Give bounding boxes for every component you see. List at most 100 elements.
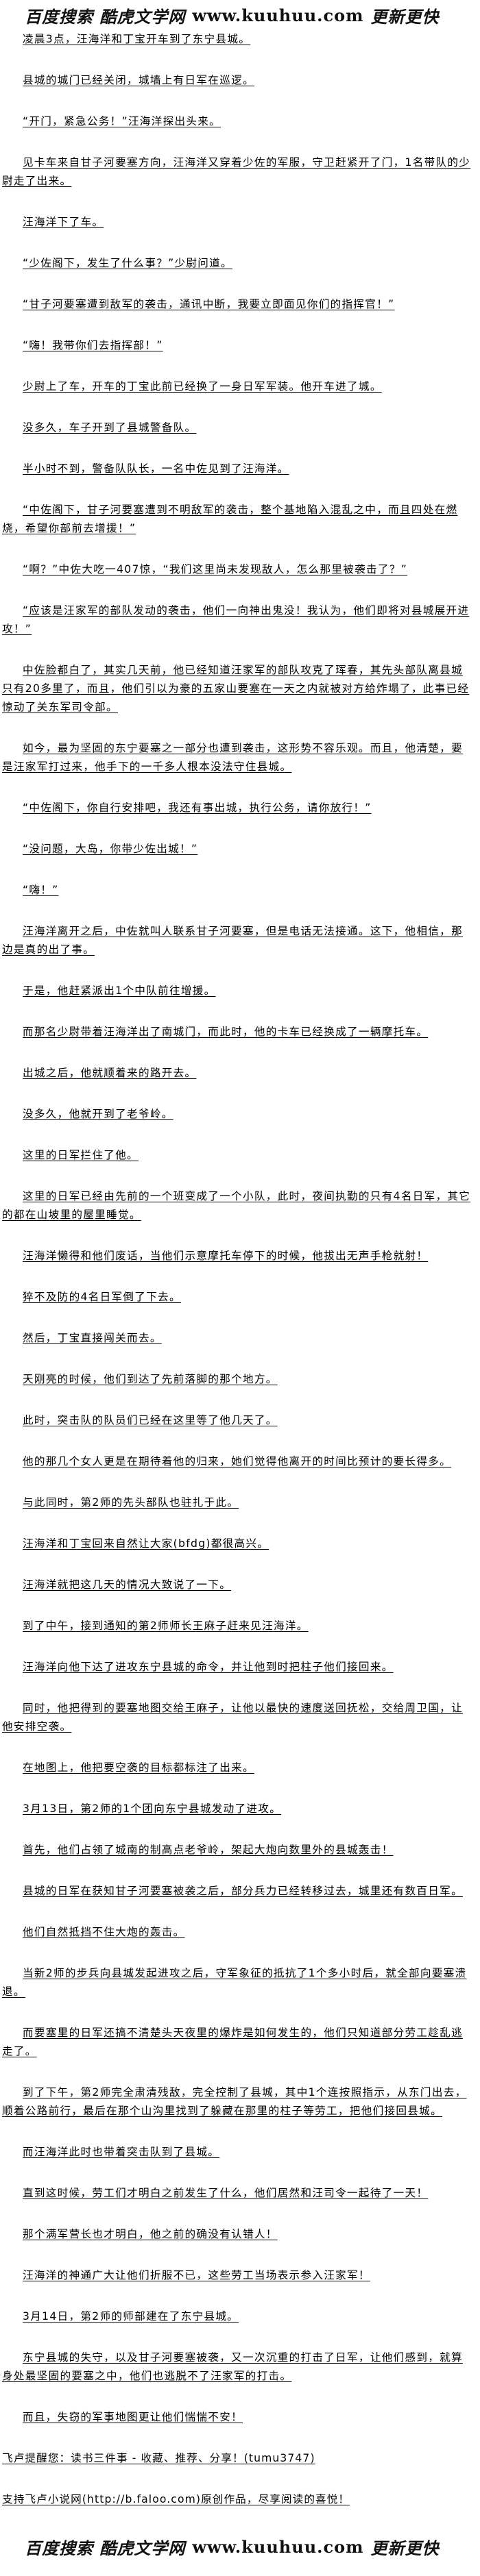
paragraph-text: 同时，他把得到的要塞地图交给王麻子，让他以最快的速度送回抚松，交给周卫国，让他安… — [2, 1702, 463, 1733]
paragraph-text: 半小时不到，警备队队长，一名中佐见到了汪海洋。 — [23, 462, 289, 475]
paragraph-text: 少尉上了车，开车的丁宝此前已经换了一身日军军装。他开车进了城。 — [23, 380, 382, 393]
paragraph-text: 猝不及防的4名日军倒了下去。 — [23, 1291, 181, 1303]
paragraph-text: 县城的日军在获知甘子河要塞被袭之后，部分兵力已经转移过去，城里还有数百日军。 — [23, 1885, 463, 1897]
paragraph: “嗨！” — [2, 881, 473, 900]
paragraph: 没多久，他就开到了老爷岭。 — [2, 1105, 473, 1124]
paragraph-text: “没问题，大岛，你带少佐出城！” — [23, 843, 198, 855]
paragraph: 汪海洋下了车。 — [2, 213, 473, 232]
paragraph: “嗨！我带你们去指挥部！” — [2, 336, 473, 355]
paragraph: 东宁县城的失守，以及甘子河要塞被袭，又一次沉重的打击了日军，让他们感到，就算身处… — [2, 2349, 473, 2386]
paragraph: “中佐阁下，甘子河要塞遭到不明敌军的袭击，整个基地陷入混乱之中，而且四处在燃烧，… — [2, 501, 473, 538]
paragraph-text: 而那名少尉带着汪海洋出了南城门，而此时，他的卡车已经换成了一辆摩托车。 — [23, 1026, 429, 1038]
paragraph: 到了下午，第2师完全肃清残敌，完全控制了县城，其中1个连按照指示，从东门出去，顺… — [2, 2083, 473, 2120]
paragraph-text: 如今，最为坚固的东宁要塞之一部分也遭到袭击，这形势不容乐观。而且，他清楚，要是汪… — [2, 742, 463, 773]
footer-site-logo: 百度搜索 酷虎文学网 www.kuuhuu.com 更新更快 — [0, 2531, 480, 2562]
paragraph-text: 而要塞里的日军还搞不清楚头天夜里的爆炸是如何发生的，他们只知道部分劳工趁乱逃走了… — [2, 2027, 463, 2057]
paragraph-text: 3月14日，第2师的师部建在了东宁县城。 — [23, 2310, 239, 2323]
paragraph: “啊？”中佐大吃一407惊，“我们这里尚未发现敌人，怎么那里被袭击了？” — [2, 560, 473, 579]
paragraph: 他们自然抵挡不住大炮的轰击。 — [2, 1923, 473, 1942]
paragraph-text: 汪海洋和丁宝回来自然让大家(bfdg)都很高兴。 — [23, 1537, 269, 1550]
paragraph: “开门，紧急公务！”汪海洋探出头来。 — [2, 112, 473, 131]
paragraph: 县城的城门已经关闭，城墙上有日军在巡逻。 — [2, 71, 473, 90]
paragraph: 出城之后，他就顺着来的路开去。 — [2, 1064, 473, 1082]
paragraph: 没多久，车子开到了县城警备队。 — [2, 419, 473, 437]
paragraph: 当新2师的步兵向县城发起进攻之后，守军象征的抵抗了1个多小时后，就全部向要塞溃退… — [2, 1964, 473, 2001]
paragraph-text: “应该是汪家军的部队发动的袭击，他们一向神出鬼没！我认为，他们即将对县城展开进攻… — [2, 604, 470, 635]
paragraph: 天刚亮的时候，他们到达了先前落脚的那个地方。 — [2, 1370, 473, 1389]
logo-text-left: 百度搜索 酷虎文学网 — [25, 6, 186, 27]
paragraph: 而要塞里的日军还搞不清楚头天夜里的爆炸是如何发生的，他们只知道部分劳工趁乱逃走了… — [2, 2024, 473, 2061]
paragraph: 汪海洋懒得和他们废话，当他们示意摩托车停下的时候，他拔出无声手枪就射！ — [2, 1247, 473, 1265]
paragraph-text: 汪海洋向他下达了进攻东宁县城的命令，并让他到时把柱子他们接回来。 — [23, 1661, 394, 1673]
paragraph-text: 到了下午，第2师完全肃清残敌，完全控制了县城，其中1个连按照指示，从东门出去，顺… — [2, 2086, 467, 2117]
paragraph: 汪海洋向他下达了进攻东宁县城的命令，并让他到时把柱子他们接回来。 — [2, 1658, 473, 1676]
paragraph: 于是，他赶紧派出1个中队前往增援。 — [2, 982, 473, 1000]
paragraph: 汪海洋就把这几天的情况大致说了一下。 — [2, 1576, 473, 1594]
paragraph-text: 那个满军营长也才明白，他之前的确没有认错人！ — [23, 2228, 278, 2240]
paragraph: 半小时不到，警备队队长，一名中佐见到了汪海洋。 — [2, 460, 473, 478]
paragraph-text: “中佐阁下，你自行安排吧，我还有事出城，执行公务，请你放行！” — [23, 802, 372, 814]
paragraph: 那个满军营长也才明白，他之前的确没有认错人！ — [2, 2225, 473, 2244]
paragraph: 少尉上了车，开车的丁宝此前已经换了一身日军军装。他开车进了城。 — [2, 377, 473, 396]
paragraph-text: “啊？”中佐大吃一407惊，“我们这里尚未发现敌人，怎么那里被袭击了？” — [23, 563, 408, 575]
paragraph-text: 与此同时，第2师的先头部队也驻扎于此。 — [23, 1496, 239, 1509]
paragraph: 中佐脸都白了，其实几天前，他已经知道汪家军的部队攻克了珲春，其先头部队离县城只有… — [2, 661, 473, 717]
paragraph: 在地图上，他把要空袭的目标都标注了出来。 — [2, 1759, 473, 1777]
paragraph-text: 首先，他们占领了城南的制高点老爷岭，架起大炮向数里外的县城轰击！ — [23, 1844, 394, 1856]
reading-tip-note: 飞卢提醒您：读书三件事 - 收藏、推荐、分享！(tumu3747) — [2, 2449, 473, 2468]
paragraph: 到了中午，接到通知的第2师师长王麻子赶来见汪海洋。 — [2, 1617, 473, 1635]
paragraph-text: 这里的日军已经由先前的一个班变成了一个小队，此时，夜间执勤的只有4名日军，其它的… — [2, 1190, 471, 1221]
paragraph: “没问题，大岛，你带少佐出城！” — [2, 840, 473, 858]
paragraph-text: 出城之后，他就顺着来的路开去。 — [23, 1067, 197, 1079]
paragraph: 他的那几个女人更是在期待着他的归来，她们觉得他离开的时间比预计的要长得多。 — [2, 1452, 473, 1471]
note-text: 支持飞卢小说网(http://b.faloo.com)原创作品，尽享阅读的喜悦！ — [2, 2493, 350, 2505]
paragraph-text: 东宁县城的失守，以及甘子河要塞被袭，又一次沉重的打击了日军，让他们感到，就算身处… — [2, 2351, 463, 2382]
paragraph: 凌晨3点，汪海洋和丁宝开车到了东宁县城。 — [2, 30, 473, 49]
paragraph: “应该是汪家军的部队发动的袭击，他们一向神出鬼没！我认为，他们即将对县城展开进攻… — [2, 602, 473, 639]
header-site-logo: 百度搜索 酷虎文学网 www.kuuhuu.com 更新更快 — [0, 0, 480, 30]
paragraph-text: 而汪海洋此时也带着突击队到了县城。 — [23, 2146, 220, 2158]
paragraph-text: 他们自然抵挡不住大炮的轰击。 — [23, 1926, 185, 1938]
paragraph-text: 当新2师的步兵向县城发起进攻之后，守军象征的抵抗了1个多小时后，就全部向要塞溃退… — [2, 1967, 467, 1998]
paragraph-text: 在地图上，他把要空袭的目标都标注了出来。 — [23, 1761, 254, 1774]
paragraph: “中佐阁下，你自行安排吧，我还有事出城，执行公务，请你放行！” — [2, 799, 473, 817]
paragraph: 汪海洋和丁宝回来自然让大家(bfdg)都很高兴。 — [2, 1535, 473, 1553]
paragraph-text: 汪海洋下了车。 — [23, 216, 104, 228]
paragraph-text: 他的那几个女人更是在期待着他的归来，她们觉得他离开的时间比预计的要长得多。 — [23, 1455, 452, 1467]
paragraph-text: 没多久，他就开到了老爷岭。 — [23, 1108, 173, 1120]
paragraph-text: 汪海洋离开之后，中佐就叫人联系甘子河要塞，但是电话无法接通。这下，他相信，那边是… — [2, 925, 463, 956]
paragraph: 首先，他们占领了城南的制高点老爷岭，架起大炮向数里外的县城轰击！ — [2, 1841, 473, 1859]
paragraph-text: 汪海洋懒得和他们废话，当他们示意摩托车停下的时候，他拔出无声手枪就射！ — [23, 1250, 429, 1262]
logo-url: www.kuuhuu.com — [192, 5, 364, 25]
paragraph: 与此同时，第2师的先头部队也驻扎于此。 — [2, 1494, 473, 1512]
paragraph: 汪海洋离开之后，中佐就叫人联系甘子河要塞，但是电话无法接通。这下，他相信，那边是… — [2, 922, 473, 959]
paragraph: 这里的日军已经由先前的一个班变成了一个小队，此时，夜间执勤的只有4名日军，其它的… — [2, 1187, 473, 1224]
paragraph: 猝不及防的4名日军倒了下去。 — [2, 1288, 473, 1306]
paragraph-text: 直到这时候，劳工们才明白之前发生了什么，他们居然和汪司令一起待了一天！ — [23, 2187, 429, 2199]
paragraph: 如今，最为坚固的东宁要塞之一部分也遭到袭击，这形势不容乐观。而且，他清楚，要是汪… — [2, 739, 473, 776]
logo-text-right: 更新更快 — [370, 2538, 440, 2558]
paragraph: 见卡车来自甘子河要塞方向，汪海洋又穿着少佐的军服，守卫赶紧开了门，1名带队的少尉… — [2, 153, 473, 190]
paragraph-text: 见卡车来自甘子河要塞方向，汪海洋又穿着少佐的军服，守卫赶紧开了门，1名带队的少尉… — [2, 156, 471, 187]
paragraph: 3月13日，第2师的1个团向东宁县城发动了进攻。 — [2, 1800, 473, 1818]
paragraph-text: 这里的日军拦住了他。 — [23, 1149, 139, 1161]
paragraph: 而那名少尉带着汪海洋出了南城门，而此时，他的卡车已经换成了一辆摩托车。 — [2, 1023, 473, 1041]
logo-text-left: 百度搜索 酷虎文学网 — [25, 2538, 186, 2558]
logo-url: www.kuuhuu.com — [192, 2536, 364, 2557]
paragraph: 3月14日，第2师的师部建在了东宁县城。 — [2, 2307, 473, 2326]
paragraph-text: “中佐阁下，甘子河要塞遭到不明敌军的袭击，整个基地陷入混乱之中，而且四处在燃烧，… — [2, 504, 458, 534]
paragraph-text: 中佐脸都白了，其实几天前，他已经知道汪家军的部队攻克了珲春，其先头部队离县城只有… — [2, 664, 470, 713]
paragraph-text: 3月13日，第2师的1个团向东宁县城发动了进攻。 — [23, 1803, 282, 1815]
paragraph-text: 凌晨3点，汪海洋和丁宝开车到了东宁县城。 — [23, 33, 251, 45]
paragraph-text: 没多久，车子开到了县城警备队。 — [23, 421, 197, 434]
paragraph-text: 天刚亮的时候，他们到达了先前落脚的那个地方。 — [23, 1373, 278, 1385]
paragraph-text: 于是，他赶紧派出1个中队前往增援。 — [23, 984, 216, 997]
paragraph: 直到这时候，劳工们才明白之前发生了什么，他们居然和汪司令一起待了一天！ — [2, 2184, 473, 2203]
paragraph: “甘子河要塞遭到敌军的袭击，通讯中断，我要立即面见你们的指挥官！” — [2, 295, 473, 314]
paragraph-text: “嗨！我带你们去指挥部！” — [23, 339, 163, 351]
support-site-note: 支持飞卢小说网(http://b.faloo.com)原创作品，尽享阅读的喜悦！ — [2, 2490, 473, 2509]
paragraph: 汪海洋的神通广大让他们折服不已，这些劳工当场表示参入汪家军！ — [2, 2266, 473, 2285]
paragraph: “少佐阁下，发生了什么事？”少尉问道。 — [2, 254, 473, 273]
paragraph: 而且，失窃的军事地图更让他们惴惴不安！ — [2, 2408, 473, 2427]
logo-text-right: 更新更快 — [370, 6, 440, 27]
